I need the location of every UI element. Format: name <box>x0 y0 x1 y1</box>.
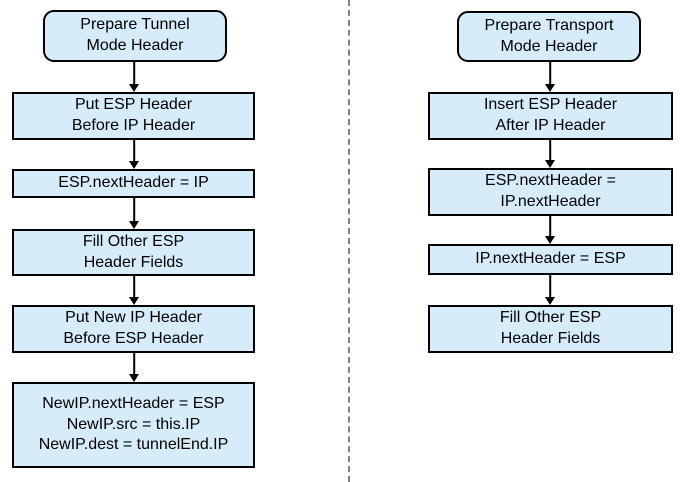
flow-arrow-down-icon <box>544 140 556 168</box>
flow-arrow-down-icon <box>128 198 140 229</box>
node-esp-nextheader-ip: ESP.nextHeader = IP <box>12 169 255 198</box>
node-put-esp-header-before-ip: Put ESP Header Before IP Header <box>12 92 255 140</box>
node-prepare-transport-mode-header: Prepare Transport Mode Header <box>457 11 641 62</box>
flow-arrow-down-icon <box>128 353 140 382</box>
flow-arrow-down-icon <box>544 275 556 305</box>
node-insert-esp-header-after-ip: Insert ESP Header After IP Header <box>428 92 673 140</box>
node-newip-assignments: NewIP.nextHeader = ESP NewIP.src = this.… <box>12 382 255 468</box>
node-ip-nextheader-esp: IP.nextHeader = ESP <box>428 244 673 275</box>
flow-arrow-down-icon <box>544 62 556 92</box>
node-fill-other-esp-fields-transport: Fill Other ESP Header Fields <box>428 305 673 353</box>
node-put-new-ip-header: Put New IP Header Before ESP Header <box>12 305 255 353</box>
column-divider <box>348 0 350 482</box>
flow-arrow-down-icon <box>128 276 140 305</box>
node-fill-other-esp-fields-tunnel: Fill Other ESP Header Fields <box>12 229 255 276</box>
node-prepare-tunnel-mode-header: Prepare Tunnel Mode Header <box>43 10 227 62</box>
flow-arrow-down-icon <box>128 140 140 169</box>
flow-arrow-down-icon <box>544 216 556 244</box>
node-esp-nextheader-ip-nextheader: ESP.nextHeader = IP.nextHeader <box>428 168 673 216</box>
flow-arrow-down-icon <box>128 62 140 92</box>
